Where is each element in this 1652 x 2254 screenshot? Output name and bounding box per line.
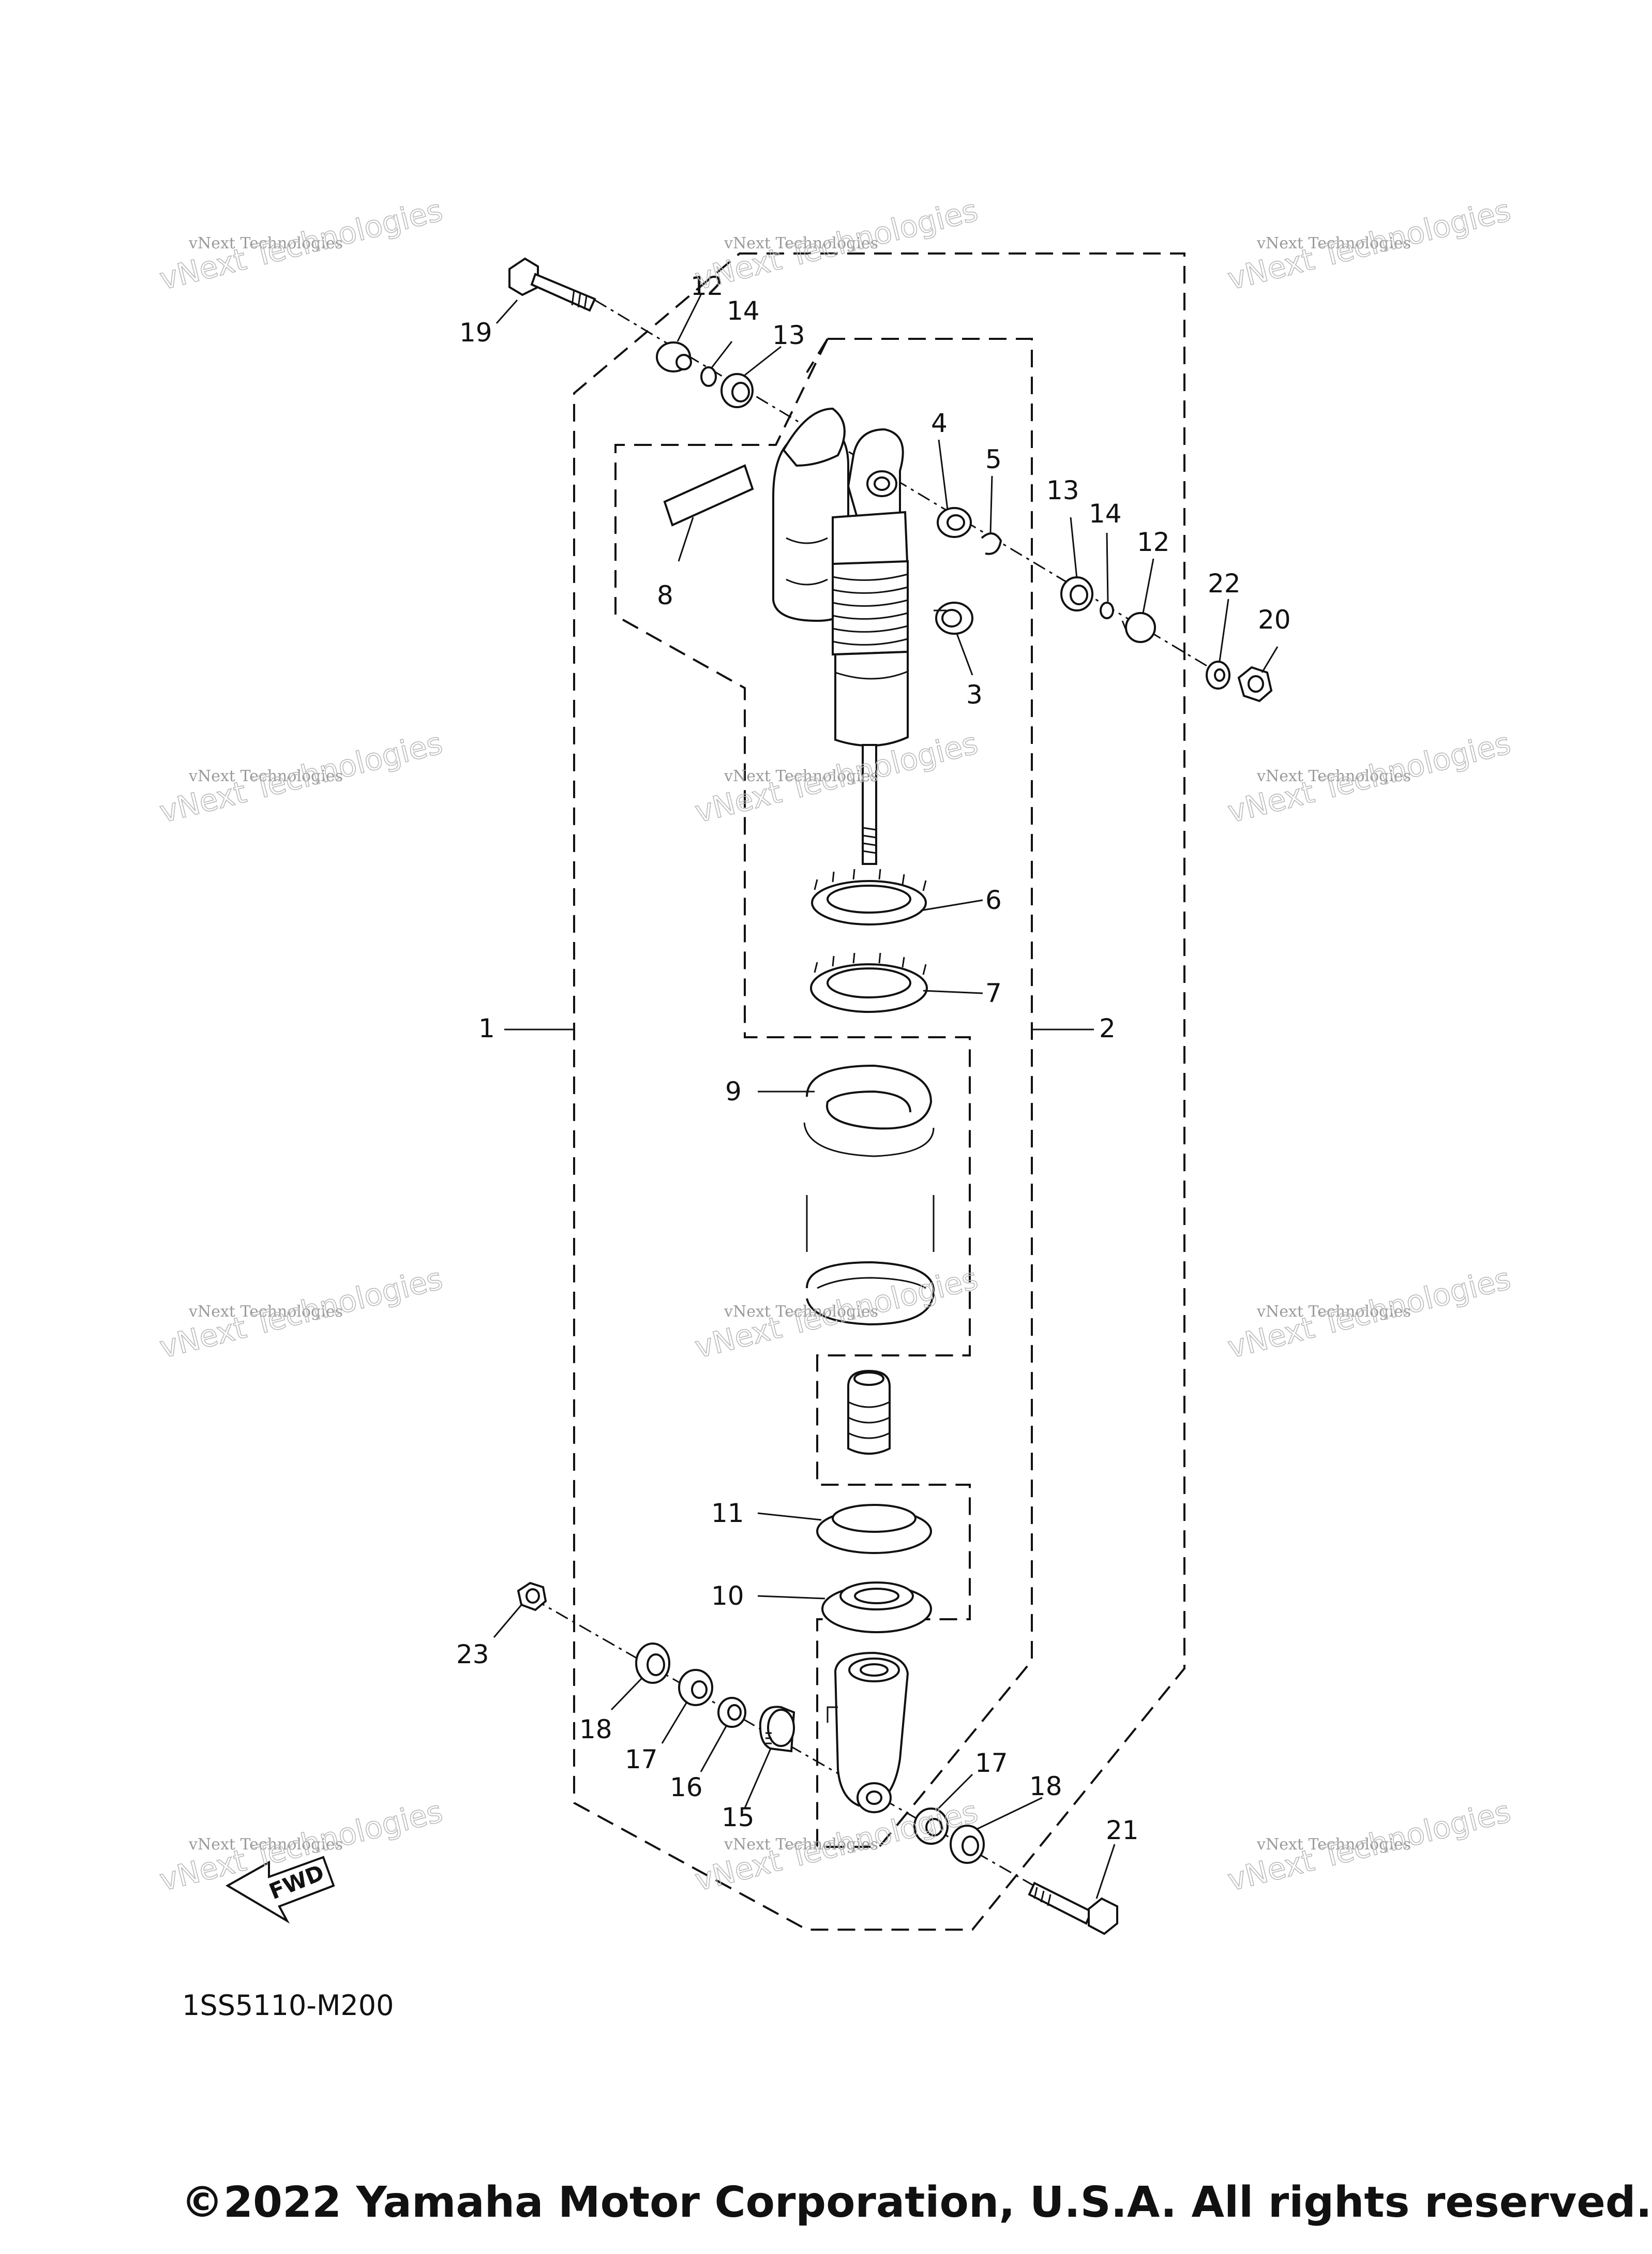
lower-clevis <box>827 1651 909 1813</box>
assembly-outline-1 <box>573 252 1185 1931</box>
callout-8: 8 <box>657 580 673 610</box>
locknut-6 <box>811 869 927 926</box>
callout-4: 4 <box>931 408 948 438</box>
circlip-5 <box>981 532 1002 555</box>
svg-text:vNext Technologies: vNext Technologies <box>724 1835 878 1854</box>
collar-17-right <box>913 1808 949 1845</box>
assembly-outline-2 <box>614 338 1033 1848</box>
svg-text:vNext Technologies: vNext Technologies <box>724 234 878 252</box>
callout-13-right: 13 <box>1046 475 1079 505</box>
svg-text:vNext Technologies: vNext Technologies <box>188 767 343 785</box>
nut-23 <box>517 1581 547 1611</box>
watermark: vNext Technologies vNext Technologies <box>691 192 982 297</box>
callout-22: 21 <box>1106 1815 1139 1845</box>
shock-body <box>832 428 909 865</box>
assembly-outline-2-top <box>806 338 829 374</box>
callout-10: 10 <box>711 1581 744 1611</box>
label-8 <box>663 464 754 527</box>
spring-seat-10 <box>821 1581 932 1633</box>
callout-20: 20 <box>1258 605 1291 635</box>
callout-12-right: 12 <box>1137 527 1170 557</box>
callout-14-right: 14 <box>1089 499 1122 529</box>
washer-21 <box>1206 661 1230 690</box>
top-bolt-axis <box>594 299 1232 681</box>
diagram-code: 1SS5110-M200 <box>182 1989 394 2022</box>
bump-stopper <box>847 1369 891 1455</box>
callout-17-left: 17 <box>625 1744 658 1774</box>
callout-18-left: 18 <box>579 1714 612 1744</box>
callout-7: 7 <box>985 978 1002 1008</box>
shock-reservoir <box>772 407 849 622</box>
bushing-4 <box>937 507 972 538</box>
callout-5: 5 <box>985 444 1002 474</box>
watermark: vNext Technologies vNext Technologies <box>1224 725 1514 830</box>
callout-3: 3 <box>966 680 983 710</box>
collar-12-right <box>1121 612 1156 643</box>
callout-12-top: 12 <box>690 271 724 301</box>
callout-9: 9 <box>725 1077 742 1107</box>
watermark: vNext Technologies vNext Technologies <box>156 725 446 830</box>
callout-leaders <box>493 294 1279 1899</box>
adjuster-3 <box>934 602 973 635</box>
watermark: vNext Technologies vNext Technologies <box>156 1260 446 1365</box>
watermark: vNext Technologies vNext Technologies <box>156 192 446 297</box>
parts-diagram: FWD 19 12 14 13 4 5 8 <box>156 192 1514 1935</box>
callout-14-top: 14 <box>727 296 760 326</box>
callout-1: 1 <box>478 1013 495 1043</box>
callout-labels: 19 12 14 13 4 5 8 3 13 14 12 22 20 6 7 1… <box>456 271 1291 1845</box>
bolt-22 <box>1028 1882 1118 1935</box>
bolt-19 <box>508 257 596 312</box>
callout-21: 22 <box>1208 569 1241 599</box>
svg-text:vNext Technologies: vNext Technologies <box>188 1835 343 1854</box>
callout-16: 16 <box>670 1772 703 1802</box>
watermark: vNext Technologies vNext Technologies <box>1224 1793 1514 1898</box>
seal-18-right <box>950 1825 985 1864</box>
svg-text:vNext Technologies: vNext Technologies <box>724 1303 878 1321</box>
callout-15: 15 <box>722 1802 755 1832</box>
seal-18-left <box>635 1643 670 1684</box>
collar-17-left <box>678 1669 713 1706</box>
callout-17-right: 17 <box>975 1748 1008 1778</box>
svg-text:vNext Technologies: vNext Technologies <box>1256 234 1411 252</box>
copyright-footer: ©2022 Yamaha Motor Corporation, U.S.A. A… <box>181 2178 1652 2227</box>
callout-11: 11 <box>711 1498 744 1528</box>
callout-6: 6 <box>985 885 1002 915</box>
oring-14-right <box>1100 602 1114 619</box>
bearing-15 <box>759 1706 795 1753</box>
callout-13-top: 13 <box>772 320 805 350</box>
svg-text:vNext Technologies: vNext Technologies <box>1256 767 1411 785</box>
svg-text:vNext Technologies: vNext Technologies <box>1256 1835 1411 1854</box>
oring-14-top <box>700 366 717 387</box>
collar-16 <box>717 1697 746 1728</box>
spring-9 <box>803 1064 935 1326</box>
callout-19: 19 <box>459 318 492 348</box>
watermark: vNext Technologies vNext Technologies <box>1224 192 1514 297</box>
callout-23: 23 <box>456 1639 489 1669</box>
locknut-7 <box>810 952 928 1013</box>
svg-text:vNext Technologies: vNext Technologies <box>188 1303 343 1321</box>
spring-guide-11 <box>816 1504 932 1554</box>
collar-12-top <box>656 341 692 372</box>
seal-13-right <box>1060 576 1093 611</box>
svg-text:vNext Technologies: vNext Technologies <box>1256 1303 1411 1321</box>
callout-18-right: 18 <box>1029 1771 1062 1801</box>
svg-text:vNext Technologies: vNext Technologies <box>724 767 878 785</box>
svg-text:vNext Technologies: vNext Technologies <box>188 234 343 252</box>
seal-13-top <box>720 373 754 408</box>
watermark: vNext Technologies vNext Technologies <box>1224 1260 1514 1365</box>
nut-20 <box>1237 666 1273 703</box>
callout-2: 2 <box>1099 1013 1116 1043</box>
